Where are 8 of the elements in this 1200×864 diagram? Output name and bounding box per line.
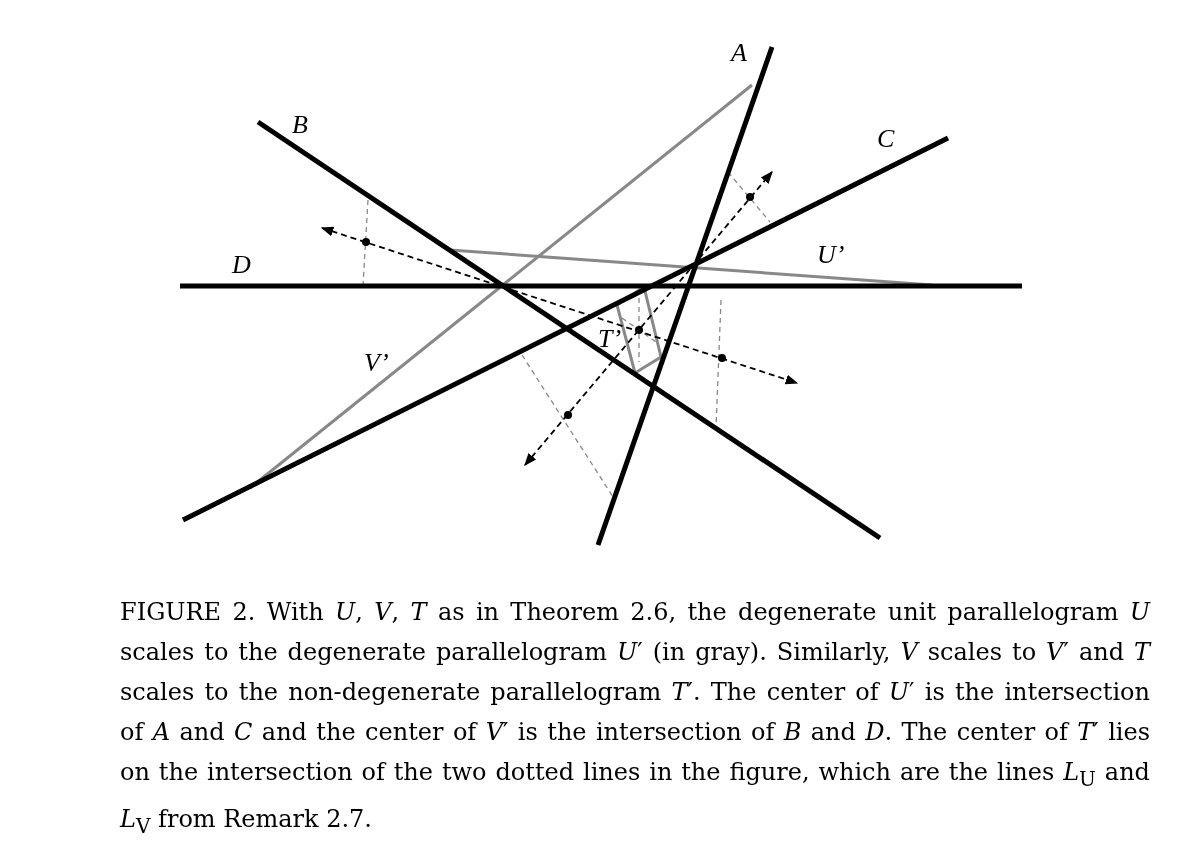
parallelogram-label: U’ xyxy=(817,242,845,268)
line-label: B xyxy=(292,112,308,138)
parallelogram-label: V’ xyxy=(364,350,389,376)
figure-caption: FIGURE 2. With U, V, T as in Theorem 2.6, the degenerate unit parallelogram U scales to the degenerate parallelogram U′ (in gray). Similarly, V scales to V′ and T scales to the non-degenerate parallelogram T′. The center of U′ is the intersection of A and C and the center of V′ is the intersection of B and D. The center of T′ lies on the intersection of the two dotted lines in the figure, which are the lines L$_{U}$ and L$_{V}$ from Remark 2.7. xyxy=(120,597,1150,840)
line-label: C xyxy=(877,126,895,152)
line-label: A xyxy=(731,40,747,66)
parallelogram-label: T’ xyxy=(598,326,622,352)
line-label: D xyxy=(232,252,251,278)
